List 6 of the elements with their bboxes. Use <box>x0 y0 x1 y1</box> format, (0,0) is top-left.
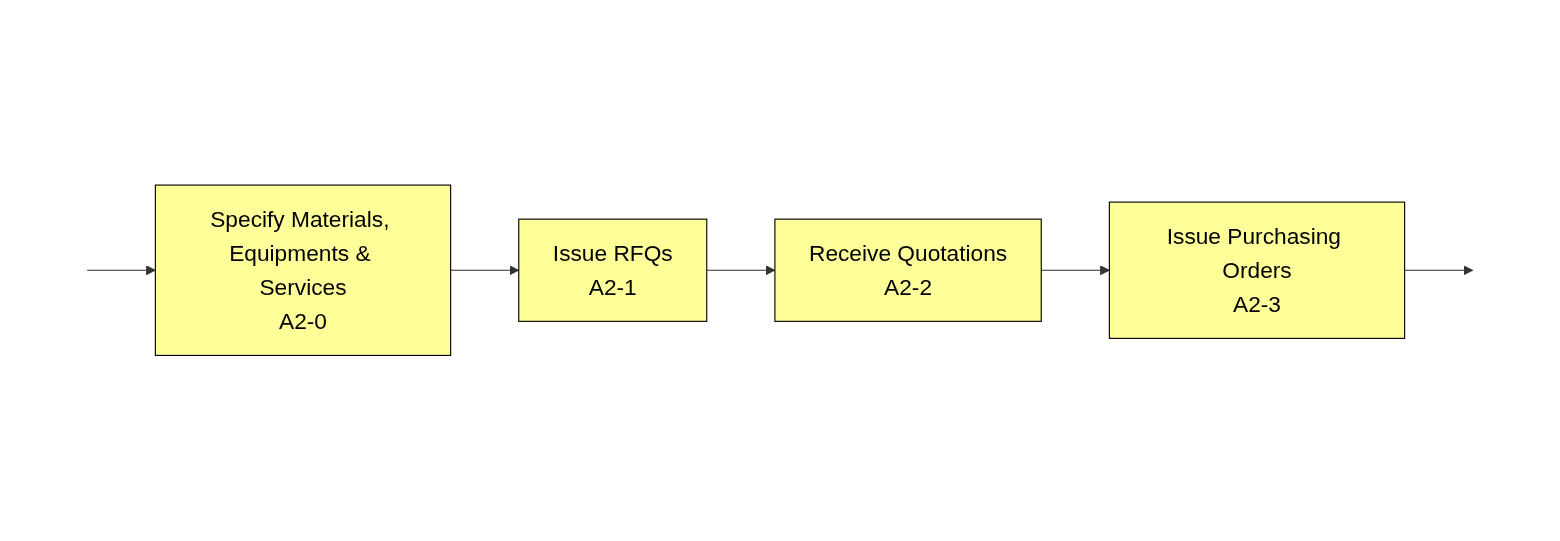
node-box: Issue Purchasing Orders A2-3 <box>1108 201 1406 340</box>
node-box: Receive Quotations A2-2 <box>774 218 1042 323</box>
node-box: Issue RFQs A2-1 <box>518 218 708 323</box>
arrow <box>1404 265 1474 276</box>
node-box: Specify Materials, Equipments & Services A2-0 <box>154 184 452 357</box>
arrow <box>86 265 156 276</box>
